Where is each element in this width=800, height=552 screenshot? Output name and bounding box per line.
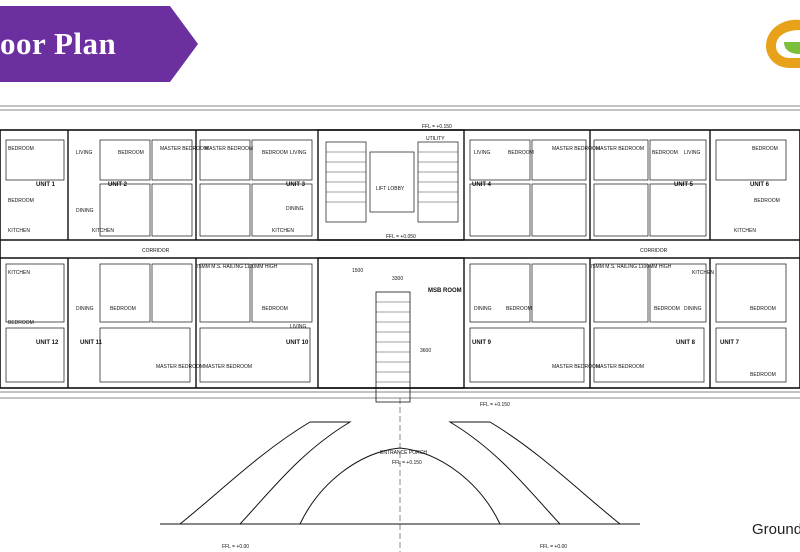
corridor-label: CORRIDOR xyxy=(142,248,170,254)
level-marker: FFL = +0.050 xyxy=(386,234,416,240)
unit-label: UNIT 11 xyxy=(80,340,103,346)
room-label: LIVING xyxy=(76,150,93,156)
room-label: KITCHEN xyxy=(692,270,714,276)
room-label: BEDROOM xyxy=(750,306,776,312)
room-label: DINING xyxy=(684,306,702,312)
unit-label: UNIT 2 xyxy=(108,182,128,188)
unit-label: UNIT 7 xyxy=(720,340,740,346)
level-marker: FFL = +0.150 xyxy=(392,460,422,466)
room-label: MASTER BEDROOM xyxy=(552,146,600,152)
unit-label: UNIT 3 xyxy=(286,182,306,188)
dimension: 1500 xyxy=(352,268,363,274)
room-label: MASTER BEDROOM xyxy=(596,364,644,370)
room-label: LIVING xyxy=(474,150,491,156)
room-label: DINING xyxy=(76,208,94,214)
unit-labels: UNIT 1 UNIT 2 UNIT 3 UNIT 4 UNIT 5 UNIT … xyxy=(36,182,770,346)
level-marker: FFL = +0.150 xyxy=(480,402,510,408)
room-label: MASTER BEDROOM xyxy=(596,146,644,152)
room-label: BEDROOM xyxy=(506,306,532,312)
railing-note: 75MM M.S. RAILING 1100MM HIGH xyxy=(590,264,672,270)
room-label: LIFT LOBBY xyxy=(376,186,405,192)
dimension: 3600 xyxy=(420,348,431,354)
room-labels: BEDROOM BEDROOM MASTER BEDROOM MASTER BE… xyxy=(8,136,780,456)
level-marker: FFL = +0.150 xyxy=(422,124,452,130)
room-label: BEDROOM xyxy=(654,306,680,312)
room-label: UTILITY xyxy=(426,136,445,142)
unit-label: UNIT 5 xyxy=(674,182,694,188)
banner-shape xyxy=(0,6,198,82)
unit-label: UNIT 6 xyxy=(750,182,770,188)
room-label: KITCHEN xyxy=(272,228,294,234)
room-label: BEDROOM xyxy=(754,198,780,204)
room-label: MASTER BEDROOM xyxy=(160,146,208,152)
room-label: BEDROOM xyxy=(262,150,288,156)
page-title: oor Plan xyxy=(0,26,117,61)
room-label: BEDROOM xyxy=(118,150,144,156)
level-marker: FFL = +0.00 xyxy=(540,544,567,550)
room-label: DINING xyxy=(286,206,304,212)
room-label: DINING xyxy=(76,306,94,312)
railing-note: 75MM M.S. RAILING 1100MM HIGH xyxy=(196,264,278,270)
room-label: BEDROOM xyxy=(652,150,678,156)
company-logo-icon xyxy=(760,12,800,72)
unit-label: UNIT 10 xyxy=(286,340,309,346)
room-label: BEDROOM xyxy=(262,306,288,312)
room-label: MASTER BEDROOM xyxy=(156,364,204,370)
floor-plan-drawing: UNIT 1 UNIT 2 UNIT 3 UNIT 4 UNIT 5 UNIT … xyxy=(0,105,800,552)
unit-label: UNIT 4 xyxy=(472,182,492,188)
unit-label: UNIT 9 xyxy=(472,340,492,346)
room-label: BEDROOM xyxy=(8,320,34,326)
title-banner: oor Plan xyxy=(0,6,198,82)
room-label: KITCHEN xyxy=(8,270,30,276)
room-label: LIVING xyxy=(290,150,307,156)
room-label: DINING xyxy=(474,306,492,312)
room-label: KITCHEN xyxy=(734,228,756,234)
room-label: KITCHEN xyxy=(92,228,114,234)
room-label: BEDROOM xyxy=(110,306,136,312)
room-label: BEDROOM xyxy=(508,150,534,156)
room-label: LIVING xyxy=(290,324,307,330)
room-label: LIVING xyxy=(684,150,701,156)
room-label: MASTER BEDROOM xyxy=(204,364,252,370)
unit-label: UNIT 12 xyxy=(36,340,59,346)
room-label: MSB ROOM xyxy=(428,288,462,294)
room-label: KITCHEN xyxy=(8,228,30,234)
room-label: MASTER BEDROOM xyxy=(205,146,253,152)
annotations: FFL = +0.150 FFL = +0.050 FFL = +0.150 F… xyxy=(196,124,672,550)
room-label: BEDROOM xyxy=(752,146,778,152)
room-label: MASTER BEDROOM xyxy=(552,364,600,370)
room-label: BEDROOM xyxy=(8,198,34,204)
corridor-label: CORRIDOR xyxy=(640,248,668,254)
unit-label: UNIT 8 xyxy=(676,340,696,346)
level-marker: FFL = +0.00 xyxy=(222,544,249,550)
room-label: ENTRANCE PORCH xyxy=(380,450,427,456)
floor-level-label: Ground xyxy=(752,521,800,538)
unit-label: UNIT 1 xyxy=(36,182,56,188)
room-label: BEDROOM xyxy=(750,372,776,378)
dimension: 3300 xyxy=(392,276,403,282)
room-label: BEDROOM xyxy=(8,146,34,152)
